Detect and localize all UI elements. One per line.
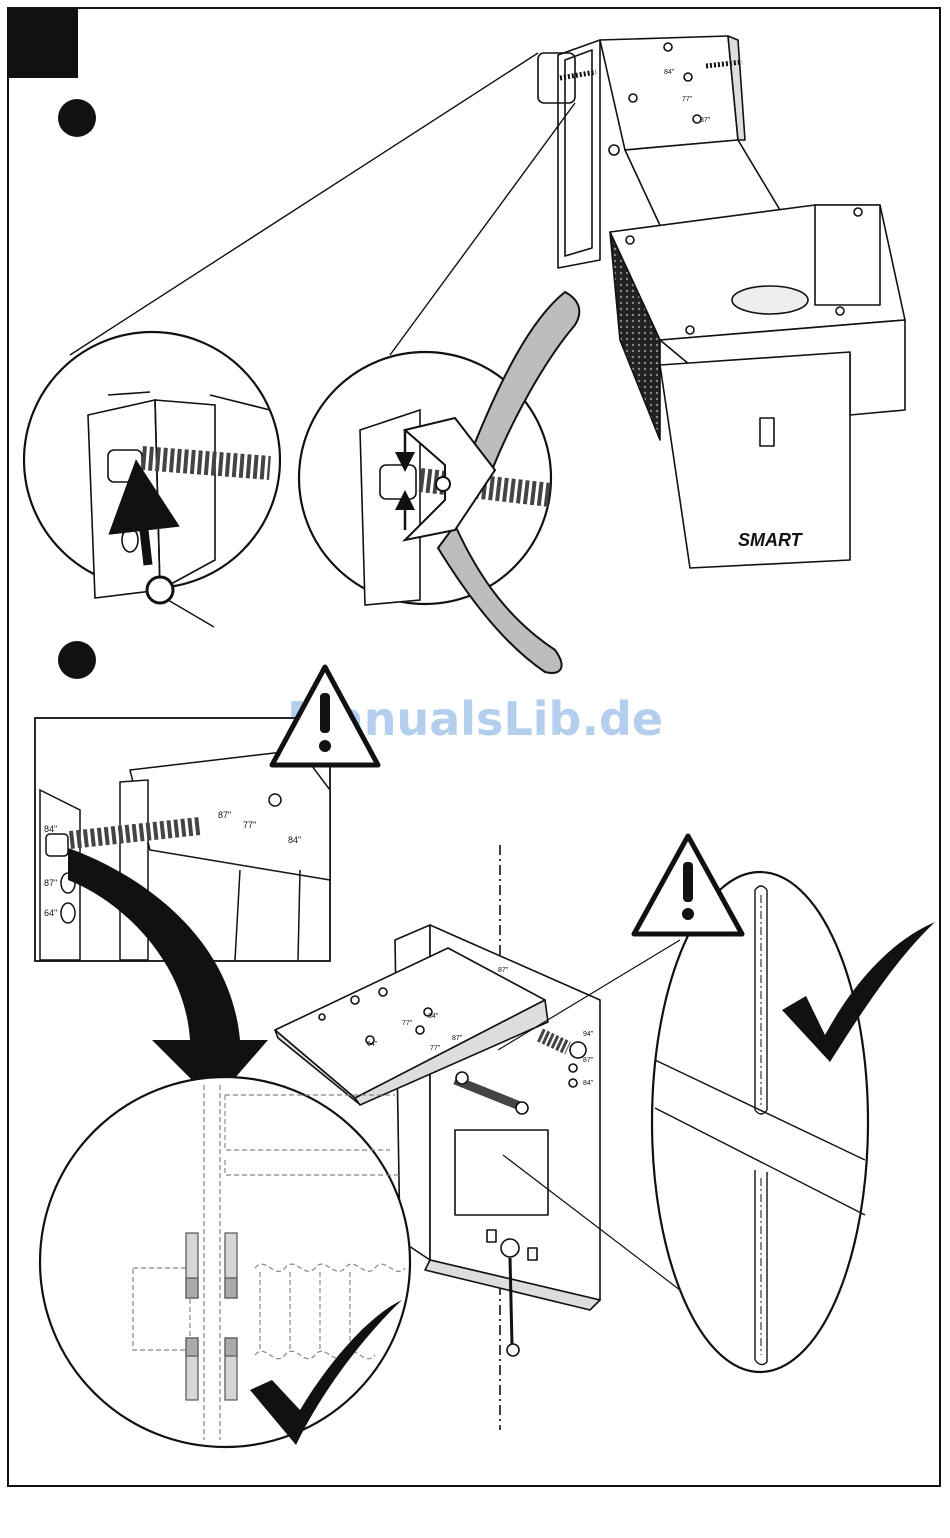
svg-text:64": 64" [44, 908, 57, 918]
svg-text:87": 87" [44, 878, 57, 888]
e-clip [147, 577, 173, 603]
svg-text:87": 87" [218, 810, 231, 820]
svg-text:84": 84" [288, 835, 301, 845]
detail-circle-pliers [299, 292, 579, 673]
svg-text:77": 77" [682, 96, 693, 103]
step-bullet-2 [58, 641, 96, 679]
svg-text:77": 77" [243, 820, 256, 830]
svg-text:64": 64" [367, 1041, 378, 1048]
svg-text:77": 77" [402, 1020, 413, 1027]
svg-text:94": 94" [583, 1031, 594, 1038]
clip-leader-line [168, 600, 214, 627]
detail-circle-clip-removal [24, 332, 280, 627]
svg-text:84": 84" [428, 1013, 439, 1020]
detail-circle-alignment [40, 1077, 410, 1447]
svg-text:84": 84" [583, 1080, 594, 1087]
svg-text:87": 87" [583, 1057, 594, 1064]
svg-text:87": 87" [498, 967, 509, 974]
svg-text:77": 77" [430, 1045, 441, 1052]
svg-text:84": 84" [664, 69, 675, 76]
step-bullet-1 [58, 99, 96, 137]
detail-ellipse-level [652, 872, 935, 1372]
svg-text:84": 84" [44, 824, 57, 834]
step-number-tab [8, 8, 78, 78]
projector-mount-assembly [558, 36, 905, 568]
callout-line [70, 53, 538, 355]
svg-text:87": 87" [700, 117, 711, 124]
svg-text:87": 87" [452, 1035, 463, 1042]
brand-logo: SMART [738, 530, 804, 550]
